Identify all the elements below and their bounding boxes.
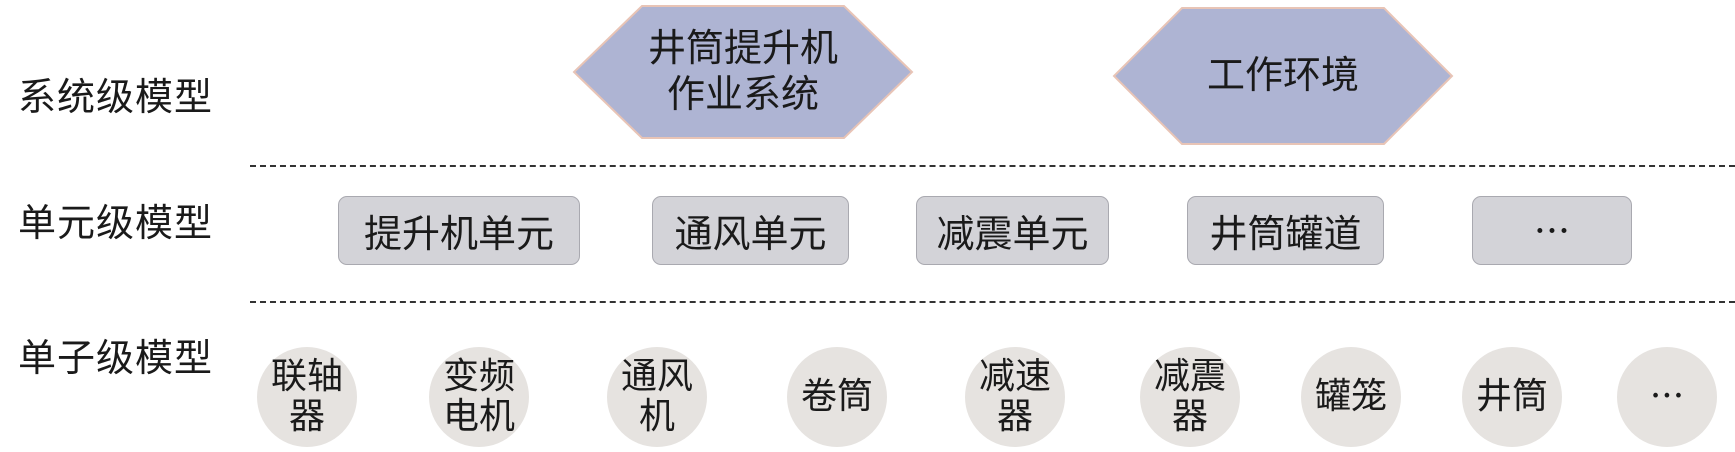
system-node-hoist-system: 井筒提升机 作业系统 [572, 4, 914, 140]
sub-node-line2: 机 [638, 396, 675, 437]
sub-node-line2: 器 [996, 396, 1033, 437]
sub-node-line2: 器 [288, 396, 325, 437]
hexagon-shape [572, 5, 914, 139]
level-divider-upper [250, 165, 1735, 167]
sub-node-line1: 通风 [620, 355, 693, 397]
sub-node-line1: 井筒 [1475, 375, 1548, 417]
sub-node-line1: ··· [1649, 375, 1685, 417]
sub-node-more: ··· [1617, 347, 1717, 447]
unit-node-ventilation: 通风单元 [652, 196, 849, 265]
sub-node-line1: 减速 [978, 355, 1051, 397]
system-node-environment: 工作环境 [1112, 6, 1454, 146]
sub-node-damper: 减震 器 [1140, 347, 1240, 447]
sub-node-line1: 变频 [442, 355, 515, 397]
level-divider-lower [250, 301, 1735, 303]
sub-node-cage: 罐笼 [1301, 347, 1401, 447]
system-node-line1: 井筒提升机 [647, 26, 838, 71]
system-node-line2: 作业系统 [666, 72, 819, 116]
system-node-line1: 工作环境 [1206, 53, 1359, 98]
level-label-system: 系统级模型 [18, 75, 214, 119]
sub-node-line2: 器 [1171, 396, 1208, 437]
sub-node-fan: 通风 机 [607, 347, 707, 447]
hexagon-shape [1112, 7, 1454, 145]
sub-node-line1: 减震 [1153, 355, 1226, 397]
sub-node-coupling: 联轴 器 [257, 347, 357, 447]
level-label-unit: 单元级模型 [18, 201, 214, 245]
sub-node-line2: 电机 [442, 396, 515, 437]
unit-node-more: ··· [1472, 196, 1632, 265]
sub-node-shaft: 井筒 [1462, 347, 1562, 447]
sub-node-reducer: 减速 器 [965, 347, 1065, 447]
unit-node-damping: 减震单元 [916, 196, 1109, 265]
unit-node-shaft-guide: 井筒罐道 [1187, 196, 1384, 265]
sub-node-line1: 罐笼 [1314, 375, 1387, 417]
sub-node-line1: 联轴 [270, 355, 343, 397]
sub-node-drum: 卷筒 [787, 347, 887, 447]
sub-node-line1: 卷筒 [800, 375, 873, 417]
sub-node-vfd-motor: 变频 电机 [429, 347, 529, 447]
unit-node-hoist: 提升机单元 [338, 196, 580, 265]
level-label-subunit: 单子级模型 [18, 336, 214, 380]
